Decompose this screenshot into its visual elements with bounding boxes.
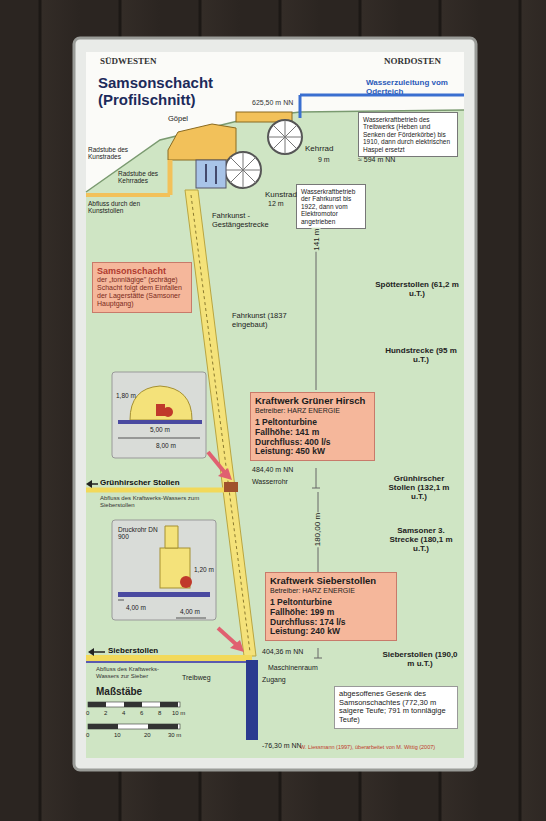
text-label: Maßstäbe (96, 686, 142, 698)
text-label: NORDOSTEN (384, 56, 441, 66)
text-label: Wasserrohr (252, 478, 288, 486)
box-text: Durchfluss: 400 l/s (255, 438, 370, 448)
box-text: Durchfluss: 174 l/s (270, 618, 392, 628)
box-heading: Kraftwerk Sieberstollen (270, 576, 392, 587)
text-label: W. Liessmann (1997), überarbeitet von M.… (300, 744, 460, 750)
box-text: Wasserkraftbetrieb des Treibwerks (Heben… (363, 116, 453, 153)
text-label: 2 (104, 710, 107, 717)
text-label: Maschinenraum (268, 664, 318, 672)
text-label: 180,00 m (313, 512, 322, 547)
text-label: Samsoner 3. Strecke (180,1 m u.T.) (382, 526, 460, 554)
text-label: Spötterstollen (61,2 m u.T.) (374, 280, 460, 298)
info-box: Kraftwerk SieberstollenBetreiber: HARZ E… (265, 572, 397, 641)
text-label: Kunstrad (265, 190, 297, 199)
box-heading: Kraftwerk Grüner Hirsch (255, 396, 370, 407)
box-text: 1 Peltonturbine (270, 598, 392, 608)
text-label: 10 (114, 732, 121, 739)
box-heading: Samsonschacht (97, 266, 187, 276)
text-label: Radstube des Kunstrades (88, 146, 146, 161)
text-label: Radstube des Kehrrades (118, 170, 166, 185)
text-label: Fahrkunst (1837 eingebaut) (232, 312, 312, 329)
text-label: 0 (86, 732, 89, 739)
text-label: 1,80 m (116, 392, 136, 399)
text-label: 404,36 m NN (262, 648, 303, 656)
info-box: Kraftwerk Grüner HirschBetreiber: HARZ E… (250, 392, 375, 461)
text-label: Hundstrecke (95 m u.T.) (382, 346, 460, 364)
text-label: SÜDWESTEN (100, 56, 157, 66)
text-label: ≈ 594 m NN (358, 156, 395, 164)
text-label: Kehrrad (305, 144, 333, 153)
text-label: Fahrkunst - Gestängestrecke (212, 212, 292, 229)
info-box: Samsonschachtder „tonnlägige" (schräge) … (92, 262, 192, 313)
box-text: Fallhöhe: 199 m (270, 608, 392, 618)
text-label: 5,00 m (150, 426, 170, 433)
diagram-title: Samsonschacht (Profilschnitt) (98, 74, 233, 109)
text-label: Abfluss des Kraftwerks-Wassers zum Siebe… (100, 495, 210, 509)
text-label: Abfluss durch den Kunststollen (88, 200, 148, 215)
note-box: abgesoffenes Gesenk des Samsonschachtes … (334, 686, 458, 729)
box-text: Wasserkraftbetrieb der Fahrkunst bis 192… (301, 188, 361, 225)
box-text: Betreiber: HARZ ENERGIE (255, 407, 370, 415)
box-text: Leistung: 450 kW (255, 447, 370, 457)
box-text: Fallhöhe: 141 m (255, 428, 370, 438)
note-box: Wasserkraftbetrieb der Fahrkunst bis 192… (296, 184, 366, 229)
text-label: 6 (140, 710, 143, 717)
text-label: 4 (122, 710, 125, 717)
box-text: abgesoffenes Gesenk des Samsonschachtes … (339, 690, 453, 725)
text-label: Sieberstollen (190,0 m u.T.) (380, 650, 460, 668)
text-label: Sieberstollen (108, 646, 158, 655)
text-label: Abfluss des Kraftwerks-Wassers zur Siebe… (96, 666, 180, 680)
text-label: Treibweg (182, 674, 211, 682)
text-label: 141 m (311, 228, 320, 252)
note-box: Wasserkraftbetrieb des Treibwerks (Heben… (358, 112, 458, 157)
text-label: 8 (158, 710, 161, 717)
text-label: Grünhirscher Stollen (132,1 m u.T.) (380, 474, 458, 502)
text-label: 9 m (318, 156, 330, 164)
text-label: Wasserzuleitung vom Oderteich (366, 78, 458, 96)
text-label: 8,00 m (156, 442, 176, 449)
box-text: Leistung: 240 kW (270, 627, 392, 637)
box-text: Betreiber: HARZ ENERGIE (270, 587, 392, 595)
text-label: 30 m (168, 732, 181, 739)
text-label: 20 (144, 732, 151, 739)
text-label: 484,40 m NN (252, 466, 293, 474)
box-text: der „tonnlägige" (schräge) Schacht folgt… (97, 276, 187, 308)
text-label: -76,30 m NN (262, 742, 302, 750)
text-label: Zugang (262, 676, 286, 684)
text-label: 1,20 m (194, 566, 214, 573)
text-label: 0 (86, 710, 89, 717)
box-text: 1 Peltonturbine (255, 418, 370, 428)
text-label: 625,50 m NN (252, 99, 293, 107)
text-label: Grünhirscher Stollen (100, 478, 180, 487)
text-label: Druckrohr DN 900 (118, 526, 158, 541)
text-label: 4,00 m (126, 604, 146, 611)
text-label: 4,00 m (180, 608, 200, 615)
text-label: 12 m (268, 200, 284, 208)
text-label: 10 m (172, 710, 185, 717)
text-label: Göpel (168, 115, 188, 124)
